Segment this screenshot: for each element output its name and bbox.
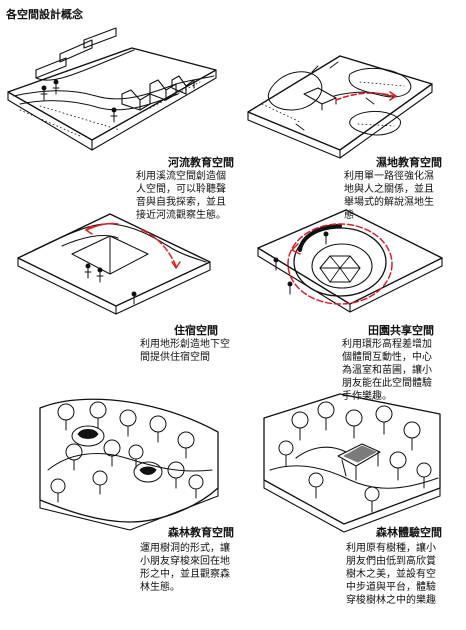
concept-description: 運用樹洞的形式，讓 小朋友穿梭來回在地 形之中，並且觀察森 林生態。 [140, 543, 230, 593]
concept-title: 森林體驗空間 [376, 526, 442, 539]
sketch-wetland-education [247, 55, 433, 159]
concept-description: 利用地形創造地下空 間提供住宿空間 [140, 339, 230, 363]
concept-description: 利用原有樹種，讓小 朋友們由低到高欣賞 樹木之美，並設有空 中步道與平台，體驗 … [346, 543, 436, 606]
sketch-shared-farmland [257, 209, 443, 313]
concept-description: 利用溪流空間創造個 人空間，可以聆聽聲 音與自我探索，並且 接近河流觀察生態。 [136, 171, 226, 221]
concept-title: 森林教育空間 [168, 526, 234, 539]
wetland-path-arrow [335, 92, 395, 101]
page-title: 各空間設計概念 [6, 8, 83, 21]
sketch-accommodation [17, 213, 211, 315]
sketch-river-education [7, 27, 217, 151]
concept-title: 田園共享空間 [368, 324, 434, 337]
concept-title: 住宿空間 [174, 324, 218, 337]
concept-description: 利用單一路徑強化濕 地與人之關係，並且 舉場式的解說濕地生 態 [344, 171, 434, 221]
concept-title: 河流教育空間 [168, 156, 234, 169]
concept-title: 濕地教育空間 [376, 156, 442, 169]
concept-description: 利用環形高程差增加 個體間互動性，中心 為溫室和苗圃，讓小 朋友能在此空間體驗 … [342, 339, 432, 402]
accommodation-arrow-right [141, 229, 177, 267]
farmland-ring-path [287, 223, 393, 305]
sketch-forest-education [39, 398, 219, 531]
sketch-forest-experience [263, 393, 441, 533]
